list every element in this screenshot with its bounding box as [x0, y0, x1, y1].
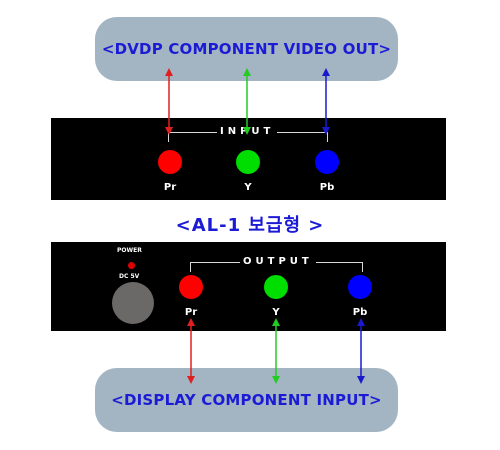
- display-device-label-box: <DISPLAY COMPONENT INPUT>: [95, 368, 398, 432]
- model-title: <AL-1 보급형 >: [175, 215, 325, 236]
- input-jack-pr: [158, 150, 182, 174]
- output-jack-y: [264, 275, 288, 299]
- dc-label: DC 5V: [119, 273, 140, 280]
- input-jack-pr-label: Pr: [163, 182, 177, 193]
- input-jack-pb: [315, 150, 339, 174]
- output-group-label: OUTPUT: [240, 256, 316, 267]
- display-device-label: <DISPLAY COMPONENT INPUT>: [111, 391, 382, 409]
- source-device-label: <DVDP COMPONENT VIDEO OUT>: [101, 40, 392, 58]
- output-jack-pr-label: Pr: [184, 307, 198, 318]
- power-label: POWER: [117, 247, 142, 254]
- input-jack-y: [236, 150, 260, 174]
- power-led: [128, 262, 135, 269]
- output-jack-pb: [348, 275, 372, 299]
- output-panel: POWER DC 5V OUTPUT Pr Y Pb: [51, 242, 446, 331]
- output-jack-pb-label: Pb: [352, 307, 368, 318]
- input-jack-y-label: Y: [244, 182, 252, 193]
- dc-power-jack: [112, 282, 154, 324]
- output-jack-y-label: Y: [272, 307, 280, 318]
- input-jack-pb-label: Pb: [319, 182, 335, 193]
- output-jack-pr: [179, 275, 203, 299]
